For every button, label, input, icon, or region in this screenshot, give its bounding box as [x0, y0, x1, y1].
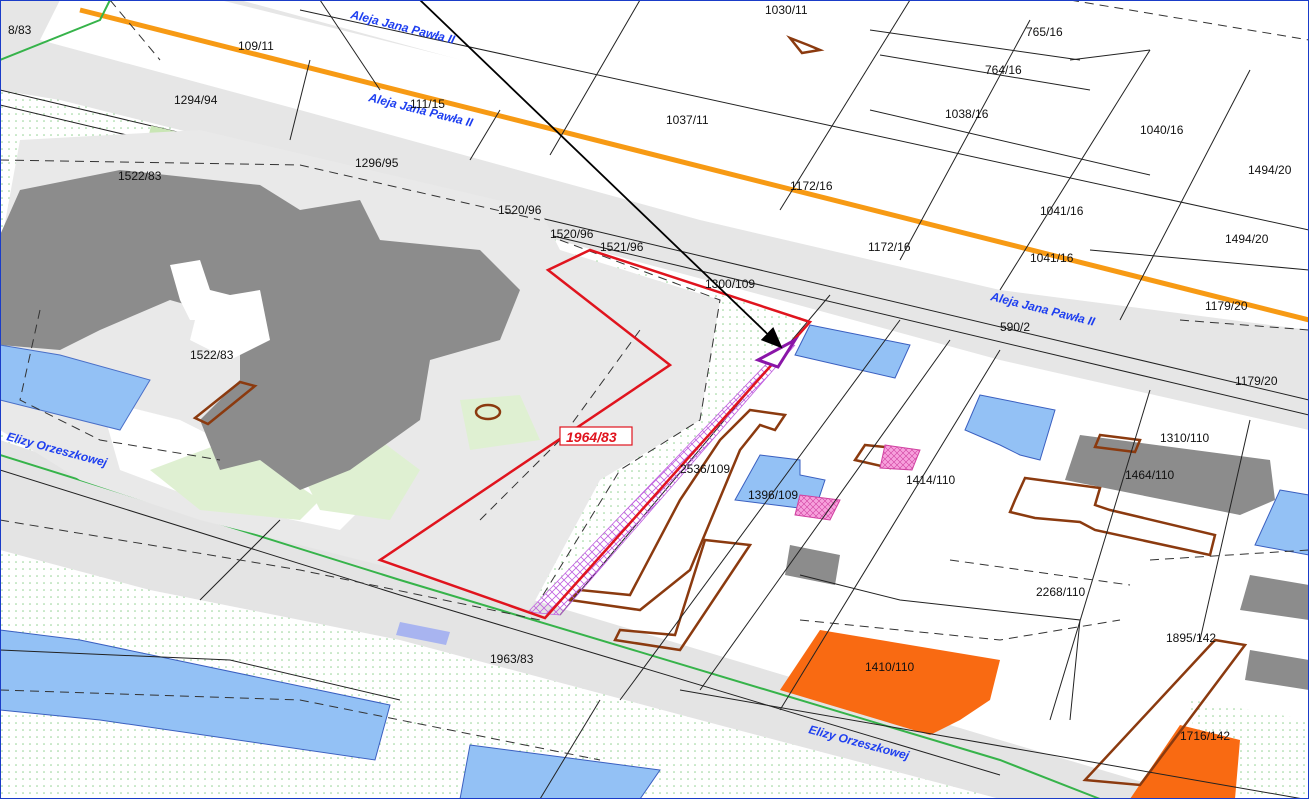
parcel-label: 1410/110 — [865, 660, 914, 674]
parcel-label: 1716/142 — [1180, 729, 1230, 743]
parcel-label: 1963/83 — [490, 652, 534, 666]
parcel-label: 1494/20 — [1225, 232, 1269, 246]
parcel-label: 1414/110 — [906, 473, 955, 487]
parcel-label: 1895/142 — [1166, 631, 1216, 645]
building-gray — [1240, 575, 1309, 620]
building-outline — [1093, 433, 1142, 454]
building-outline — [474, 403, 502, 421]
building-blue — [794, 324, 911, 379]
parcel-label: 590/2 — [1000, 320, 1030, 334]
parcel-label: 8/83 — [8, 23, 32, 37]
parcel-label: 109/11 — [238, 39, 274, 53]
parcel-label: 2536/109 — [680, 462, 730, 476]
parcel-label: 1296/95 — [355, 156, 399, 170]
building-orange — [780, 630, 1000, 735]
parcel-label: 2268/110 — [1036, 585, 1085, 599]
parcel-label: 1030/11 — [765, 3, 808, 17]
building-gray — [1245, 650, 1309, 690]
green-lawn — [150, 440, 320, 520]
building-blue-small — [396, 622, 450, 645]
building-outline — [192, 380, 258, 426]
parcel-label: 1522/83 — [190, 348, 234, 362]
building-blue — [1254, 489, 1309, 556]
building-orange — [1130, 725, 1240, 799]
building-gray — [1065, 435, 1275, 515]
pointer-arrow — [419, 0, 783, 349]
building-outline — [567, 408, 788, 612]
highlighted-parcel-outline[interactable] — [377, 248, 813, 620]
parcel-label: 1464/110 — [1125, 468, 1174, 482]
building-outline — [1082, 638, 1248, 787]
parcel-label: 1520/96 — [498, 203, 542, 217]
parcel-label: 765/16 — [1026, 25, 1063, 39]
green-road-line-nw — [0, 0, 111, 61]
parcel-label: 1041/16 — [1040, 204, 1084, 218]
parcel-label: 1179/20 — [1205, 299, 1248, 313]
building-outline — [786, 35, 825, 55]
green-lawn — [460, 395, 540, 450]
parcel-label: 1038/16 — [945, 107, 989, 121]
parcel-label: 1037/11 — [666, 113, 709, 127]
building-gray — [785, 545, 840, 585]
parcel-label: 1172/16 — [868, 240, 911, 254]
parcel-label: 1396/109 — [748, 488, 798, 502]
dashed-lines — [0, 0, 1309, 761]
parcel-label: 764/16 — [985, 63, 1022, 77]
building-blue — [964, 394, 1056, 461]
parcel-label: 1172/16 — [790, 179, 833, 193]
road-orzeszkowej-edge — [0, 469, 1001, 776]
building-pink-hatch — [879, 444, 921, 471]
parcel-label: 1041/16 — [1030, 251, 1074, 265]
parcel-label: 1521/96 — [600, 240, 644, 254]
building-gray-hole — [190, 290, 270, 360]
parcel-label: 1520/96 — [550, 227, 594, 241]
highlighted-parcel-label-box — [559, 426, 633, 446]
highlighted-parcel-label: 1964/83 — [566, 429, 617, 445]
arrow-target-triangle — [754, 335, 800, 369]
parcel-label: 1310/110 — [1160, 431, 1209, 445]
building-outline — [613, 538, 753, 652]
parcel-label: 1522/83 — [118, 169, 162, 183]
building-outline — [1008, 476, 1217, 557]
parcel-label: 1179/20 — [1235, 374, 1278, 388]
parcel-label: 1294/94 — [174, 93, 218, 107]
building-pink-hatch — [794, 494, 841, 521]
building-blue — [459, 744, 661, 799]
parcel-label: 1494/20 — [1248, 163, 1292, 177]
parcel-label: 111/15 — [410, 97, 445, 111]
road-aleja-axis — [79, 7, 1309, 323]
building-blue — [0, 629, 391, 761]
parcel-label: 1300/109 — [705, 277, 755, 291]
parcel-label: 1040/16 — [1140, 123, 1184, 137]
parcel-labels: 8/83 109/11 1294/94 111/15 1037/11 1030/… — [8, 3, 1292, 743]
